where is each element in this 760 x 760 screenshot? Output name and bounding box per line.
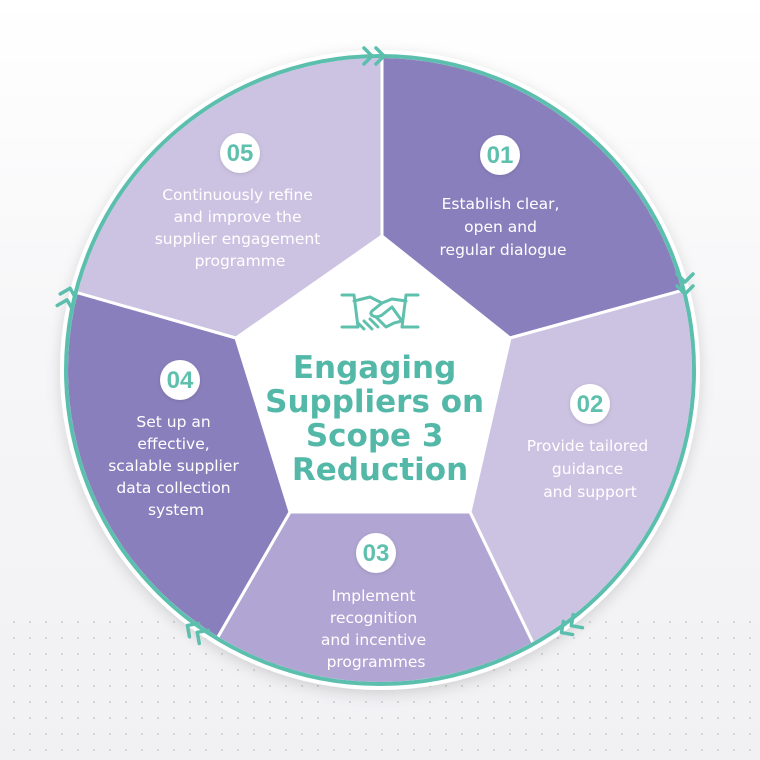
segment-02-text: Provide tailored guidance and support (527, 437, 653, 501)
title-line: Scope 3 (306, 418, 444, 454)
badge-circle-02 (570, 384, 610, 424)
text-line: Establish clear, (442, 195, 560, 213)
badge-circle-01 (480, 135, 520, 175)
step-number: 05 (227, 140, 254, 167)
text-line: regular dialogue (440, 241, 567, 259)
text-line: and support (543, 483, 637, 501)
text-line: programmes (327, 653, 426, 671)
text-line: Provide tailored (527, 437, 648, 455)
handshake-icon (340, 293, 420, 331)
text-line: open and (464, 218, 537, 236)
text-line: system (148, 501, 204, 519)
segment-03-text: Implement recognition and incentive prog… (321, 587, 431, 671)
step-number: 02 (577, 391, 604, 418)
step-number: 01 (487, 142, 514, 169)
text-line: recognition (330, 609, 417, 627)
text-line: effective, (137, 435, 209, 453)
ring-arrow-icon (185, 621, 211, 646)
text-line: and incentive (321, 631, 426, 649)
step-number: 04 (167, 367, 194, 394)
step-number: 03 (363, 540, 390, 567)
text-line: programme (195, 252, 286, 270)
badge-circle-05 (220, 133, 260, 173)
text-line: Implement (332, 587, 416, 605)
title-line: Reduction (292, 452, 468, 488)
text-line: guidance (552, 460, 623, 478)
text-line: Set up an (136, 413, 210, 431)
segment-01-text: Establish clear, open and regular dialog… (440, 195, 567, 259)
text-line: supplier engagement (155, 230, 321, 248)
title-line: Suppliers on (265, 384, 484, 420)
text-line: and improve the (174, 208, 302, 226)
segment-04-text: Set up an effective, scalable supplier d… (108, 413, 244, 519)
title-line: Engaging (293, 350, 456, 386)
text-line: Continuously refine (162, 186, 313, 204)
center-pentagon (236, 236, 510, 512)
cycle-ring (64, 54, 696, 686)
text-line: scalable supplier (108, 457, 239, 475)
ring-arrow-icon (55, 286, 78, 312)
ring-arrow-icon (559, 612, 585, 637)
ring-arrow-icon (675, 272, 695, 296)
ring-arrow-icon (362, 46, 386, 66)
badge-circle-04 (160, 360, 200, 400)
text-line: data collection (116, 479, 230, 497)
segment-05-text: Continuously refine and improve the supp… (155, 186, 326, 270)
diagram-title: Engaging Suppliers on Scope 3 Reduction (265, 350, 495, 488)
badge-circle-03 (356, 533, 396, 573)
